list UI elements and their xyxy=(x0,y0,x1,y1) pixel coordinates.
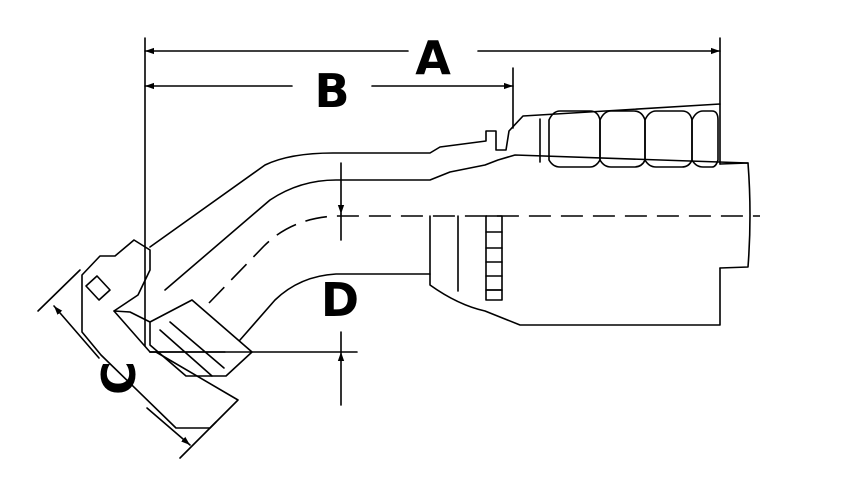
flange-pilot xyxy=(149,299,253,377)
tube-outer-contour xyxy=(149,103,721,248)
tube-top-inner-line xyxy=(164,154,749,291)
flange-pilot-lines xyxy=(149,321,226,377)
dimension-label-d: D xyxy=(321,273,359,327)
tube-inner-contour xyxy=(239,267,721,341)
dimension-label-c: C xyxy=(92,361,146,395)
ferrule-ring-1 xyxy=(548,110,601,168)
flange-inner-edge xyxy=(113,310,151,323)
dimension-label-b: B xyxy=(314,64,349,118)
extension-line-c-upper xyxy=(37,269,81,312)
flange-body xyxy=(81,239,239,429)
hex-nut-flat-1 xyxy=(485,231,503,277)
hex-nut-top xyxy=(485,215,503,291)
center-line xyxy=(208,215,760,304)
dimension-c-line-upper xyxy=(53,305,100,359)
collar-housing xyxy=(719,162,751,269)
ferrule-ring-4 xyxy=(691,110,719,168)
hex-nut-bottom xyxy=(485,289,503,301)
dimension-c-line-lower xyxy=(146,407,191,446)
dimension-label-a: A xyxy=(415,31,451,85)
flange-bolt-slot xyxy=(85,275,111,301)
ferrule-ring-3 xyxy=(644,110,693,168)
